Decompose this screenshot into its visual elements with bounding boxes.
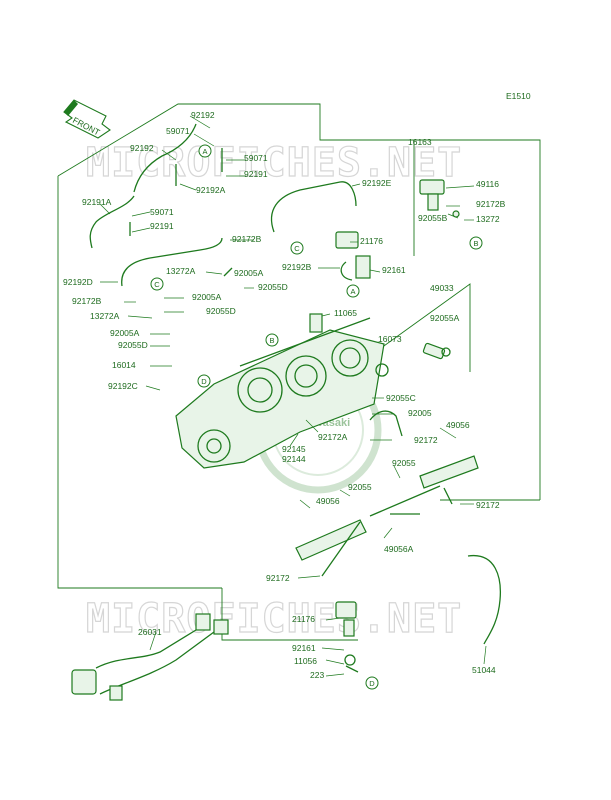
fuel-rails-icon <box>295 410 479 577</box>
label-11065: 11065 <box>334 308 357 318</box>
callout-d-body: D <box>201 377 207 386</box>
label-92055d: 92055D <box>206 306 236 316</box>
label-92055d: 92055D <box>118 340 148 350</box>
label-59071: 59071 <box>166 126 190 136</box>
watermark-bottom: MICROFICHES.NET <box>86 596 462 642</box>
label-92055: 92055 <box>348 482 372 492</box>
label-26031: 26031 <box>138 627 162 637</box>
label-92005a: 92005A <box>234 268 264 278</box>
sensor-21176-top-icon <box>335 231 371 281</box>
label-223: 223 <box>310 670 324 680</box>
leader-lines <box>99 115 487 677</box>
label-92172: 92172 <box>476 500 500 510</box>
label-92055c: 92055C <box>386 393 416 403</box>
breather-hoses <box>89 123 223 249</box>
label-92055a: 92055A <box>430 313 460 323</box>
callout-a-mid: A <box>350 287 355 296</box>
label-16073: 16073 <box>378 334 402 344</box>
label-92005a: 92005A <box>110 328 140 338</box>
label-59071: 59071 <box>244 153 268 163</box>
label-92192b: 92192B <box>282 262 312 272</box>
label-16163: 16163 <box>408 137 432 147</box>
label-21176: 21176 <box>292 614 315 624</box>
fuel-hose-51044-icon <box>467 555 502 645</box>
fuel-injector-49033-icon <box>422 342 451 360</box>
label-21176: 21176 <box>360 236 383 246</box>
label-92191: 92191 <box>244 169 268 179</box>
label-92172b: 92172B <box>72 296 102 306</box>
label-49056a: 49056A <box>384 544 414 554</box>
label-11056: 11056 <box>294 656 317 666</box>
label-49033: 49033 <box>430 283 454 293</box>
label-51044: 51044 <box>472 665 496 675</box>
label-92172a: 92172A <box>318 432 348 442</box>
label-16014: 16014 <box>112 360 136 370</box>
watermark-top: MICROFICHES.NET <box>86 140 462 186</box>
callout-b-body: B <box>269 336 274 345</box>
label-92191: 92191 <box>150 221 174 231</box>
wiring-harness-26031-icon <box>71 613 229 701</box>
label-92055d: 92055D <box>258 282 288 292</box>
label-92192: 92192 <box>130 143 154 153</box>
o-ring-16073-icon <box>375 363 389 377</box>
label-92192e: 92192E <box>362 178 392 188</box>
sensor-49116-icon <box>419 179 460 218</box>
label-92192c: 92192C <box>108 381 138 391</box>
label-13272a: 13272A <box>90 311 120 321</box>
label-49056: 49056 <box>446 420 470 430</box>
label-92161: 92161 <box>292 643 316 653</box>
throttle-body-icon <box>175 313 385 469</box>
sensor-21176-bottom-icon <box>335 601 359 673</box>
label-49116: 49116 <box>476 179 499 189</box>
label-92172b: 92172B <box>232 234 262 244</box>
label-13272a: 13272A <box>166 266 196 276</box>
hose-end <box>223 267 233 277</box>
label-92055b: 92055B <box>418 213 448 223</box>
hose-92192e <box>270 181 357 233</box>
label-92192: 92192 <box>191 110 215 120</box>
diagram-frame <box>57 103 541 641</box>
label-92192a: 92192A <box>196 185 226 195</box>
callout-c-top: C <box>294 244 300 253</box>
label-92172: 92172 <box>414 435 438 445</box>
callout-a-top: A <box>202 147 207 156</box>
label-92055: 92055 <box>392 458 416 468</box>
label-92144: 92144 <box>282 454 306 464</box>
label-92005a: 92005A <box>192 292 222 302</box>
front-arrow-icon: FRONT <box>63 99 111 139</box>
label-49056: 49056 <box>316 496 340 506</box>
label-92192d: 92192D <box>63 277 93 287</box>
callout-circles: A C B A C B D D <box>150 144 483 690</box>
label-92172b: 92172B <box>476 199 506 209</box>
part-labels: 92192 59071 92192 59071 92191 92192A 921… <box>63 110 506 680</box>
label-92161: 92161 <box>382 265 406 275</box>
label-59071: 59071 <box>150 207 174 217</box>
callout-b-right: B <box>473 239 478 248</box>
label-13272: 13272 <box>476 214 500 224</box>
label-92145: 92145 <box>282 444 306 454</box>
diagram-code: E1510 <box>506 91 531 101</box>
label-92005: 92005 <box>408 408 432 418</box>
label-92191a: 92191A <box>82 197 112 207</box>
callout-c-left: C <box>154 280 160 289</box>
label-92172: 92172 <box>266 573 290 583</box>
hose-92192d <box>121 237 223 287</box>
callout-d-bottom: D <box>369 679 375 688</box>
